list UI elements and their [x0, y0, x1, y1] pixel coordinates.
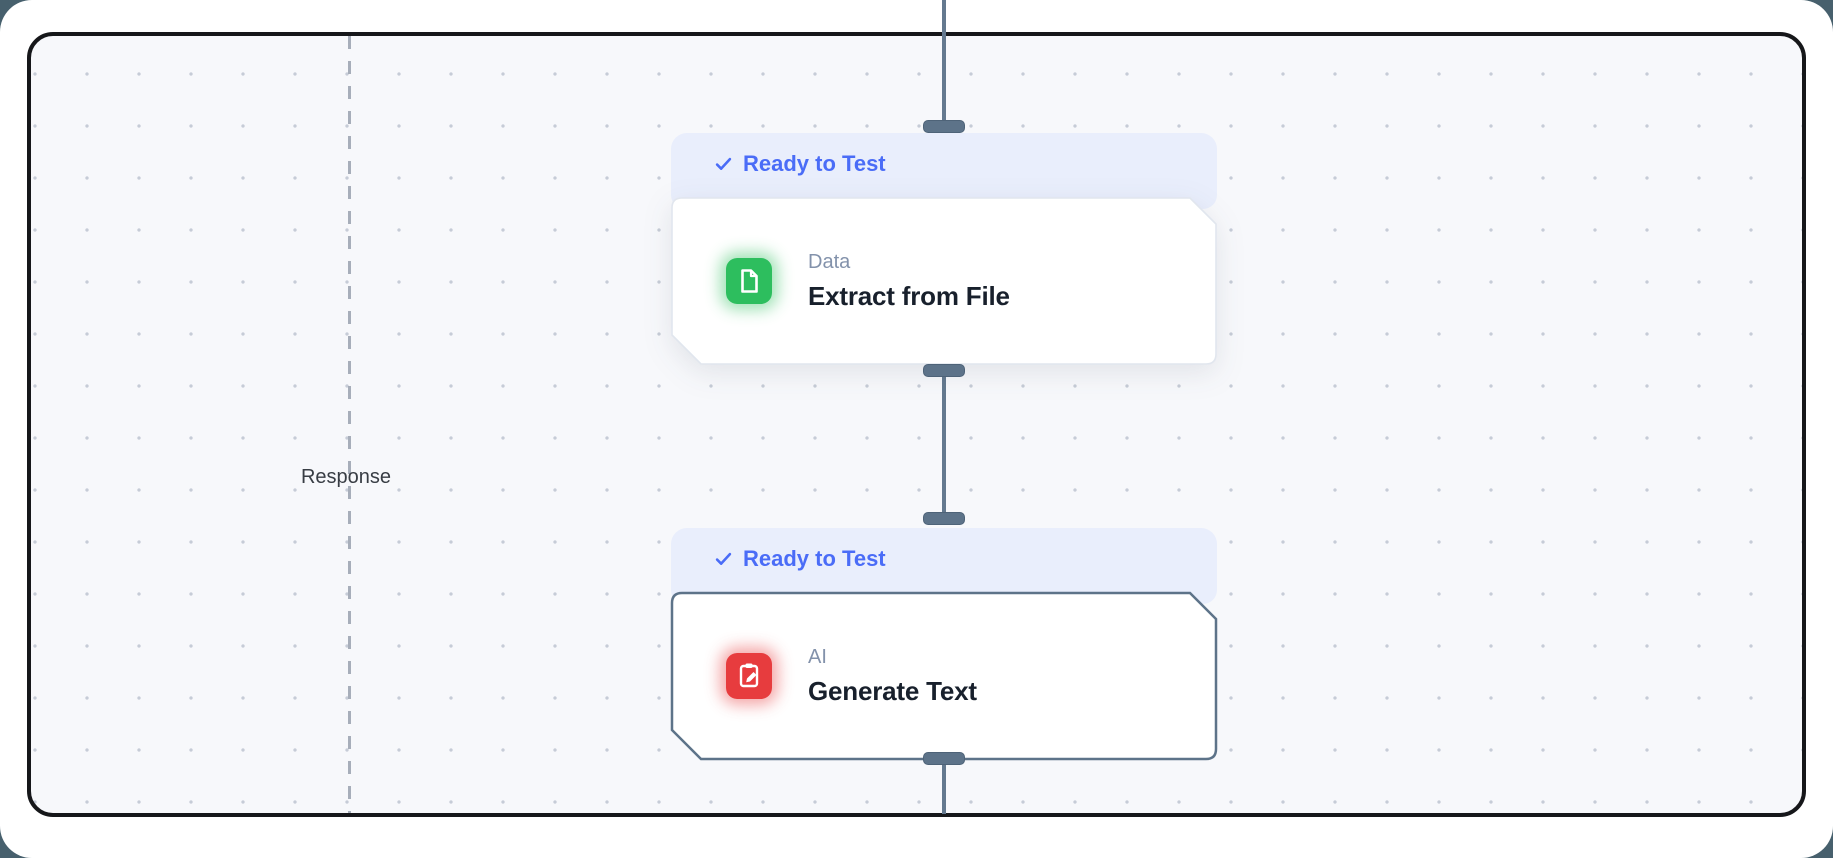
- output-handle-extract[interactable]: [923, 364, 965, 377]
- node-category: AI: [808, 645, 827, 668]
- edge-extract-to-generate: [942, 370, 946, 518]
- workflow-canvas[interactable]: Response Ready to Test: [27, 0, 1806, 817]
- edge-incoming: [942, 0, 946, 126]
- clipboard-pencil-icon: [726, 653, 772, 699]
- response-divider-line: [348, 36, 351, 813]
- card-shape: [670, 591, 1218, 761]
- check-icon: [715, 552, 732, 566]
- node-card[interactable]: AI Generate Text: [670, 591, 1218, 761]
- status-label: Ready to Test: [743, 546, 886, 571]
- status-label: Ready to Test: [743, 151, 886, 176]
- node-card[interactable]: Data Extract from File: [671, 197, 1217, 365]
- node-extract-from-file[interactable]: Ready to Test Data E: [671, 133, 1217, 373]
- status-badge: Ready to Test: [671, 133, 1217, 209]
- edge-outgoing: [942, 758, 946, 814]
- node-generate-text[interactable]: Ready to Test AI: [670, 528, 1218, 768]
- output-handle-generate[interactable]: [923, 752, 965, 765]
- node-title: Extract from File: [808, 280, 1010, 311]
- card-shape: [671, 197, 1217, 365]
- status-badge: Ready to Test: [671, 528, 1217, 604]
- input-handle-generate[interactable]: [923, 512, 965, 525]
- node-category: Data: [808, 250, 851, 273]
- input-handle-extract[interactable]: [923, 120, 965, 133]
- response-divider-label: Response: [300, 466, 392, 488]
- node-title: Generate Text: [808, 675, 977, 706]
- document-icon: [726, 258, 772, 304]
- check-icon: [715, 157, 732, 171]
